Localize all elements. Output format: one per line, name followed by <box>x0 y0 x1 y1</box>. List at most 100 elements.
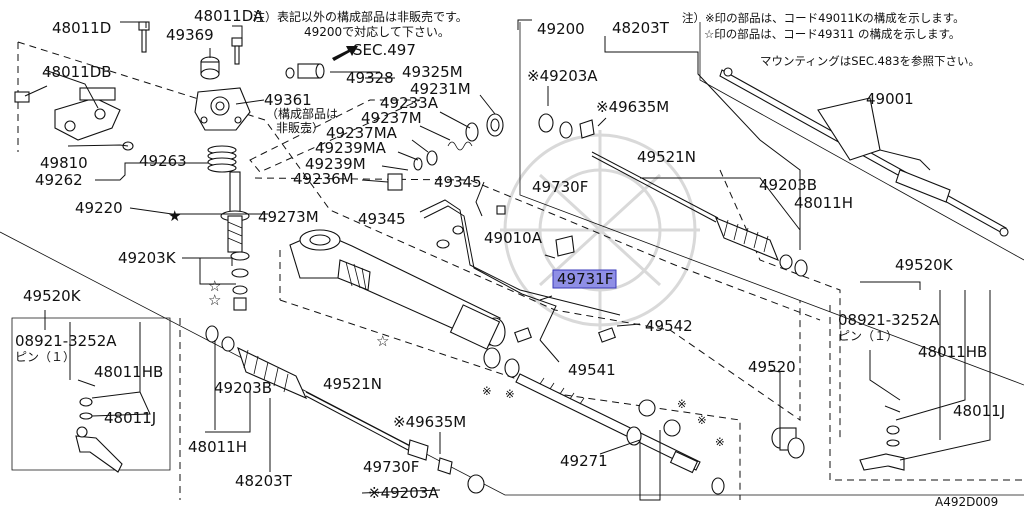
notes: 注）表記以外の構成部品は非販売です。 49200で対応して下さい。 注）※印の部… <box>253 9 998 509</box>
ring-icon <box>504 358 520 378</box>
label-49200: 49200 <box>537 20 585 38</box>
note-nonsale-parts-1: （構成部品は <box>266 106 338 121</box>
piston-seal-icon <box>638 399 656 417</box>
label-49231m: 49231M <box>410 80 471 98</box>
label-48011hb-right: 48011HB <box>918 343 987 361</box>
label-49001: 49001 <box>866 90 914 108</box>
label-49220: 49220 <box>75 199 123 217</box>
label-48011h-top: 48011H <box>794 194 853 212</box>
bushing-icon <box>232 285 248 295</box>
watermark-emblem <box>500 130 700 330</box>
valve-housing-49361-icon <box>194 87 251 131</box>
note-kome: 注）※印の部品は、コード49011Kの構成を示します。 <box>682 11 965 25</box>
label-49345-b: 49345 <box>358 210 406 228</box>
ring-49233a-icon <box>465 122 479 142</box>
label-49203b-bottom: 49203B <box>214 379 272 397</box>
label-48011j-right: 48011J <box>953 402 1005 420</box>
bracket-49810-icon <box>14 87 134 151</box>
kome-mark: ※ <box>715 435 725 449</box>
label-49520-right: 49520 <box>748 358 796 376</box>
label-49635m-bottom: ※49635M <box>393 413 466 431</box>
label-49520k-right: 49520K <box>895 256 954 274</box>
steering-assembly-49001-icon <box>719 67 1009 237</box>
marker-glyphs: ★ ☆ ☆ ☆ ※ ※ ※ ※ ※ <box>168 207 725 449</box>
label-49263: 49263 <box>139 152 187 170</box>
boot-upper-icon <box>715 217 779 261</box>
label-48011hb-left: 48011HB <box>94 363 163 381</box>
label-48203t-top: 48203T <box>612 19 670 37</box>
label-48011h-bottom: 48011H <box>188 438 247 456</box>
note-nonsale: 注）表記以外の構成部品は非販売です。 <box>253 9 468 24</box>
label-49730f-top: 49730F <box>532 178 588 196</box>
label-48203t-bottom: 48203T <box>235 472 293 490</box>
tierod-end-left-icon <box>75 435 123 473</box>
label-48011da: 48011DA <box>194 7 264 25</box>
label-49730f-bottom: 49730F <box>363 458 419 476</box>
label-pin-right: ピン（１） <box>838 329 898 343</box>
label-49541: 49541 <box>568 361 616 379</box>
label-49273m: 49273M <box>258 208 319 226</box>
bushing-49236m-icon <box>387 173 403 191</box>
note-use-49200: 49200で対応して下さい。 <box>304 25 450 39</box>
sec-reference: SEC.497 <box>353 41 416 59</box>
star-mark: ★ <box>168 207 181 225</box>
open-star-mark: ☆ <box>208 277 221 295</box>
pinion-shaft-49220-icon <box>220 171 250 253</box>
diagram-code: A492D009 <box>935 495 998 509</box>
bolt-48011d-icon <box>138 21 150 53</box>
label-49237m: 49237M <box>361 109 422 127</box>
label-48011j-left: 48011J <box>104 409 156 427</box>
cap-nut-icon <box>233 297 247 311</box>
cap-49369-icon <box>200 56 220 80</box>
sec-arrow-icon <box>332 46 358 61</box>
spring-49237m-icon <box>447 141 473 151</box>
seal-ring-icon <box>230 251 250 261</box>
kome-mark: ※ <box>482 384 492 398</box>
note-mounting: マウンティングはSEC.483を参照下さい。 <box>760 54 980 68</box>
lower-tierod-group <box>75 325 905 494</box>
kome-mark: ※ <box>697 413 707 427</box>
open-star-mark: ☆ <box>376 332 389 350</box>
label-49328: 49328 <box>346 69 394 87</box>
label-49236m: 49236M <box>293 170 354 188</box>
label-49520k-left: 49520K <box>23 287 82 305</box>
ring-49239ma-icon <box>413 157 423 171</box>
label-49521n-top: 49521N <box>637 148 696 166</box>
label-49542: 49542 <box>645 317 693 335</box>
tierod-end-right-icon <box>859 453 905 471</box>
label-49345-a: 49345 <box>434 173 482 191</box>
label-08921-right: 08921-3252A <box>838 311 940 329</box>
bushing-49520-icon <box>771 427 805 459</box>
label-49271: 49271 <box>560 452 608 470</box>
label-49361: 49361 <box>264 91 312 109</box>
leader-lines <box>24 19 991 501</box>
label-49521n-bottom: 49521N <box>323 375 382 393</box>
ring-49237ma-icon <box>426 150 438 166</box>
highlight-box-49731f <box>552 269 617 289</box>
label-49325m: 49325M <box>402 63 463 81</box>
washer-icon <box>231 268 249 278</box>
label-49810: 49810 <box>40 154 88 172</box>
label-48011db: 48011DB <box>42 63 112 81</box>
label-49203a-top: ※49203A <box>527 67 598 85</box>
label-49369: 49369 <box>166 26 214 44</box>
label-49239ma: 49239MA <box>315 139 387 157</box>
label-49233a: 49233A <box>380 94 439 112</box>
label-49203a-bottom: ※49203A <box>368 484 439 502</box>
gear-housing-49200 <box>289 199 621 350</box>
sleeve-49328-icon <box>285 63 325 79</box>
kome-mark: ※ <box>505 387 515 401</box>
upper-tierod-group <box>538 113 808 277</box>
seal-icon <box>483 347 501 369</box>
label-49262: 49262 <box>35 171 83 189</box>
label-pin-left: ピン（１） <box>15 350 75 364</box>
label-49239m: 49239M <box>305 155 366 173</box>
label-49237ma: 49237MA <box>326 124 398 142</box>
label-49010a: 49010A <box>484 229 543 247</box>
label-49731f: 49731F <box>557 270 613 288</box>
kome-mark: ※ <box>677 397 687 411</box>
open-star-mark: ☆ <box>208 291 221 309</box>
note-star: ☆印の部品は、コード49311 の構成を示します。 <box>704 27 960 41</box>
